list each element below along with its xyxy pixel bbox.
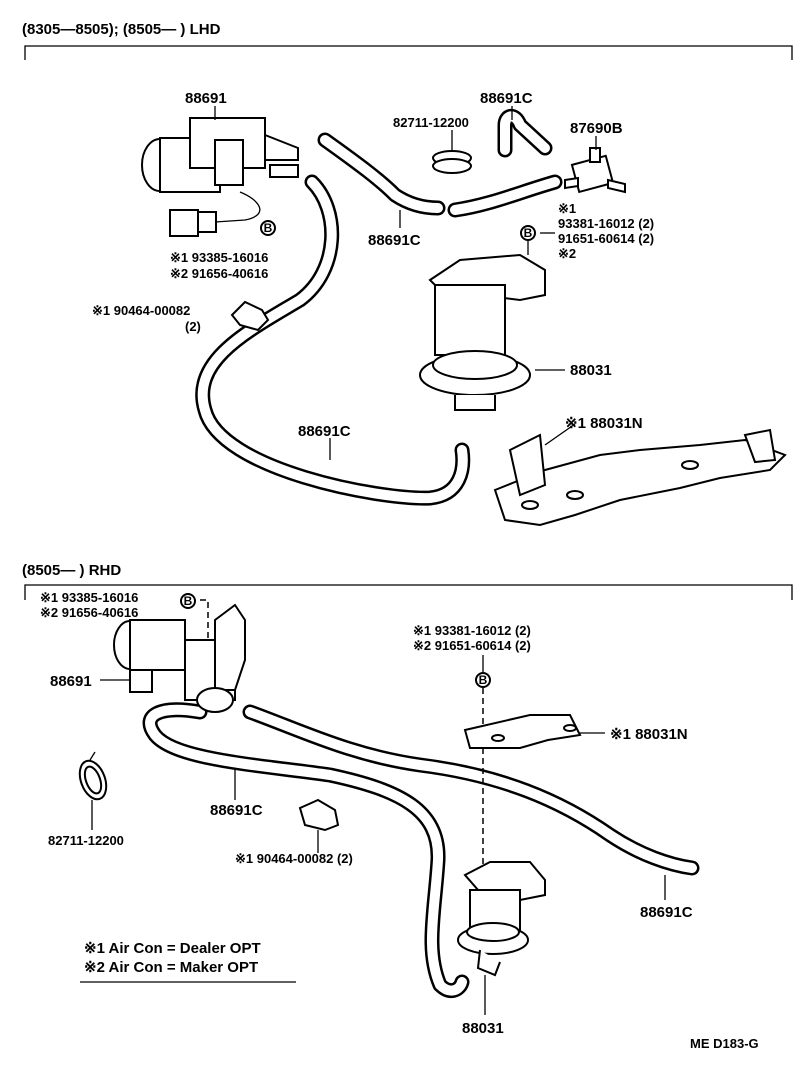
legend: ※1 Air Con = Dealer OPT ※2 Air Con = Mak… bbox=[80, 940, 296, 983]
lhd-bracket bbox=[493, 428, 787, 527]
lhd-solenoid-valve bbox=[141, 117, 299, 237]
rhd-hose-clamp bbox=[78, 751, 108, 801]
svg-text:B: B bbox=[264, 221, 273, 235]
svg-text:B: B bbox=[184, 594, 193, 608]
lhd-label-bolt-r4: ※2 bbox=[558, 246, 576, 261]
rhd-label-bolt-l2: ※2 91656-40616 bbox=[40, 605, 138, 620]
lhd-hose-right bbox=[447, 174, 563, 218]
lhd-label-bolt-l1: ※1 93385-16016 bbox=[170, 250, 268, 265]
lhd-label-bolt-r1: ※1 bbox=[558, 201, 576, 216]
lhd-hose-clamp bbox=[432, 150, 472, 174]
legend-line-1: ※1 Air Con = Dealer OPT bbox=[84, 940, 261, 957]
lhd-label-hose-top: 88691C bbox=[480, 90, 533, 107]
legend-line-2: ※2 Air Con = Maker OPT bbox=[84, 959, 258, 976]
rhd-label-bracket: ※1 88031N bbox=[610, 726, 688, 743]
footer-code: ME D183-G bbox=[690, 1036, 759, 1051]
lhd-label-clip-qty: (2) bbox=[185, 319, 201, 334]
rhd-section: (8505— ) RHD bbox=[22, 562, 793, 1037]
lhd-label-solenoid: 88691 bbox=[185, 90, 227, 107]
rhd-label-actuator: 88031 bbox=[462, 1020, 504, 1037]
lhd-hose-long bbox=[195, 174, 471, 506]
rhd-dashed-guide-left bbox=[200, 599, 209, 640]
lhd-label-bolt-l2: ※2 91656-40616 bbox=[170, 266, 268, 281]
rhd-clip bbox=[298, 798, 340, 832]
rhd-actuator bbox=[457, 861, 546, 977]
lhd-bolt-symbol-left: B bbox=[260, 220, 276, 236]
rhd-label-bolt-l1: ※1 93385-16016 bbox=[40, 590, 138, 605]
lhd-label-clamp: 82711-12200 bbox=[393, 115, 469, 130]
lhd-label-bolt-r2: 93381-16012 (2) bbox=[558, 216, 654, 231]
rhd-hose-right bbox=[242, 704, 700, 876]
rhd-bolt-symbol-right: B bbox=[475, 672, 491, 688]
lhd-hose-top bbox=[317, 132, 446, 216]
lhd-section: (8305—8505); (8505— ) LHD bbox=[22, 21, 793, 527]
lhd-label-hose-mid: 88691C bbox=[368, 232, 421, 249]
lhd-clip bbox=[230, 300, 270, 332]
lhd-label-hose-long: 88691C bbox=[298, 423, 351, 440]
lhd-label-bolt-r3: 91651-60614 (2) bbox=[558, 231, 654, 246]
lhd-bolt-symbol-right: B bbox=[520, 225, 536, 255]
rhd-header: (8505— ) RHD bbox=[22, 562, 121, 579]
rhd-label-bolt-r2: ※2 91651-60614 (2) bbox=[413, 638, 531, 653]
lhd-label-clip: ※1 90464-00082 bbox=[92, 303, 190, 318]
lhd-elbow-hose bbox=[497, 108, 553, 158]
lhd-frame-line bbox=[24, 45, 793, 60]
rhd-frame-line bbox=[24, 584, 793, 600]
rhd-label-clamp: 82711-12200 bbox=[48, 833, 124, 848]
rhd-label-bolt-r1: ※1 93381-16012 (2) bbox=[413, 623, 531, 638]
lhd-label-actuator: 88031 bbox=[570, 362, 612, 379]
lhd-label-vtv: 87690B bbox=[570, 120, 623, 137]
lhd-header: (8305—8505); (8505— ) LHD bbox=[22, 21, 221, 38]
rhd-label-hose-right: 88691C bbox=[640, 904, 693, 921]
rhd-label-clip: ※1 90464-00082 (2) bbox=[235, 851, 353, 866]
rhd-bolt-symbol-left: B bbox=[180, 593, 196, 609]
lhd-label-bracket: ※1 88031N bbox=[565, 415, 643, 432]
rhd-label-solenoid: 88691 bbox=[50, 673, 92, 690]
lhd-vtv bbox=[564, 147, 626, 194]
svg-text:B: B bbox=[479, 673, 488, 687]
lhd-actuator bbox=[419, 253, 546, 411]
rhd-solenoid-valve bbox=[113, 603, 246, 713]
rhd-bracket bbox=[463, 714, 582, 749]
rhd-label-hose-left: 88691C bbox=[210, 802, 263, 819]
rhd-hose-left bbox=[142, 702, 470, 999]
svg-text:B: B bbox=[524, 226, 533, 240]
